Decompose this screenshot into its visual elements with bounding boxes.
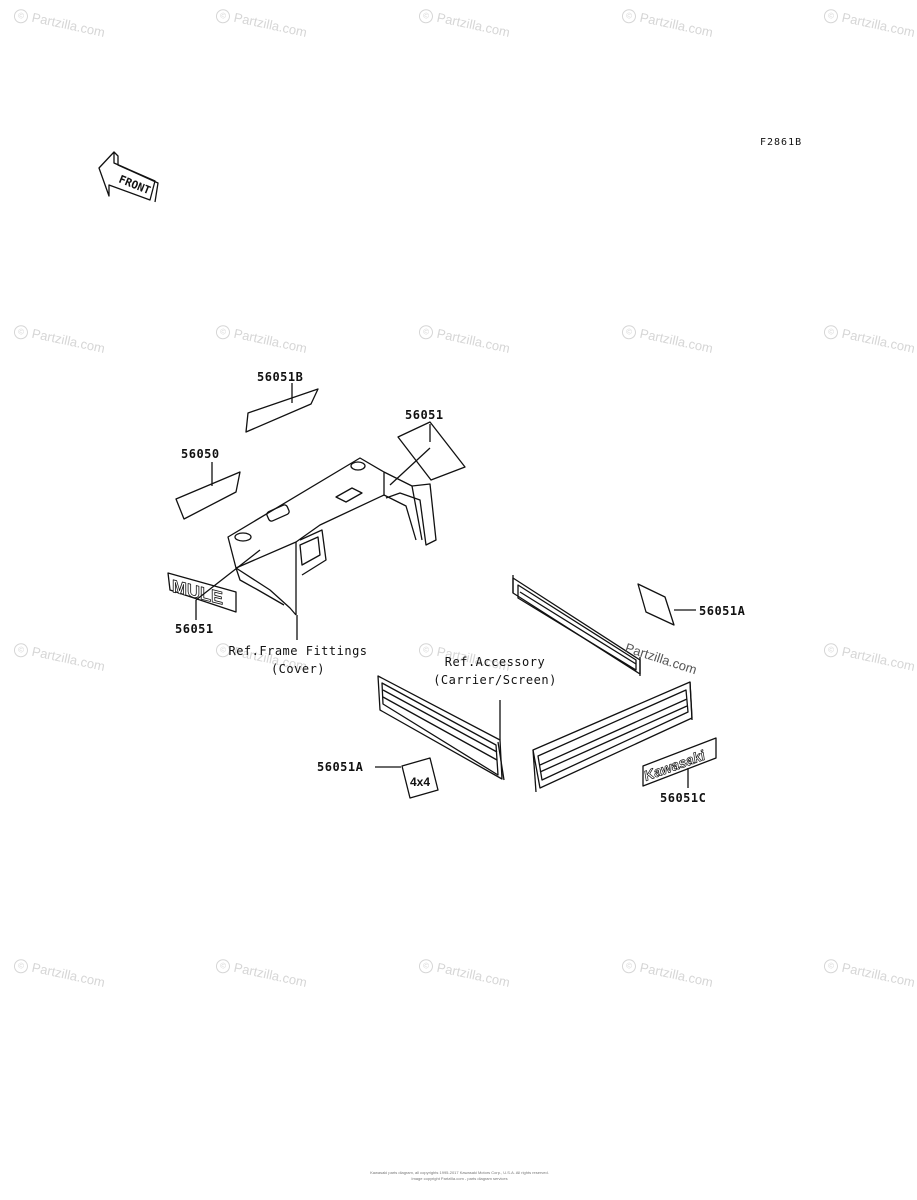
label-56051a-bottom: 56051A: [317, 760, 364, 774]
rear-cover: [227, 457, 437, 640]
mule-decal-text: MULE: [172, 575, 223, 608]
footer-line2: Image copyright Partzilla.com - parts di…: [411, 1176, 508, 1181]
label-56051a-right: 56051A: [699, 604, 746, 618]
tailgate-panel: [532, 681, 693, 793]
note-accessory: Ref.Accessory (Carrier/Screen): [420, 653, 570, 689]
note-accessory-line1: Ref.Accessory: [444, 655, 546, 669]
copyright-footer: Kawasaki parts diagram, all copyrights 1…: [352, 1170, 567, 1182]
decal-mule: MULE: [167, 549, 261, 620]
decal-56050: [175, 471, 241, 520]
label-56051b: 56051B: [257, 370, 304, 384]
kawasaki-decal-text: Kawasaki: [642, 747, 708, 784]
note-accessory-line2: (Carrier/Screen): [433, 673, 557, 687]
decal-56051b: [245, 388, 319, 433]
note-frame-fittings: Ref.Frame Fittings (Cover): [212, 642, 384, 678]
label-56050: 56050: [181, 447, 220, 461]
label-56051c: 56051C: [660, 791, 707, 805]
label-56051-left: 56051: [175, 622, 214, 636]
label-56051-top: 56051: [405, 408, 444, 422]
note-frame-line1: Ref.Frame Fittings: [228, 644, 368, 658]
footer-line1: Kawasaki parts diagram, all copyrights 1…: [370, 1170, 549, 1175]
side-gate-left: [377, 675, 505, 781]
decal-56051-top: [397, 421, 466, 481]
decal-56051a-right: [637, 583, 675, 626]
side-gate-upper: [512, 575, 641, 676]
leader-56051-left-arrow: [195, 549, 261, 601]
figure-code: F2861B: [760, 137, 803, 148]
decal-4x4: 4x4: [375, 757, 439, 799]
front-arrow-icon: FRONT: [98, 151, 159, 203]
note-frame-line2: (Cover): [270, 662, 326, 676]
four-by-four-decal-text: 4x4: [410, 775, 430, 789]
decal-kawasaki: Kawasaki: [641, 737, 717, 788]
